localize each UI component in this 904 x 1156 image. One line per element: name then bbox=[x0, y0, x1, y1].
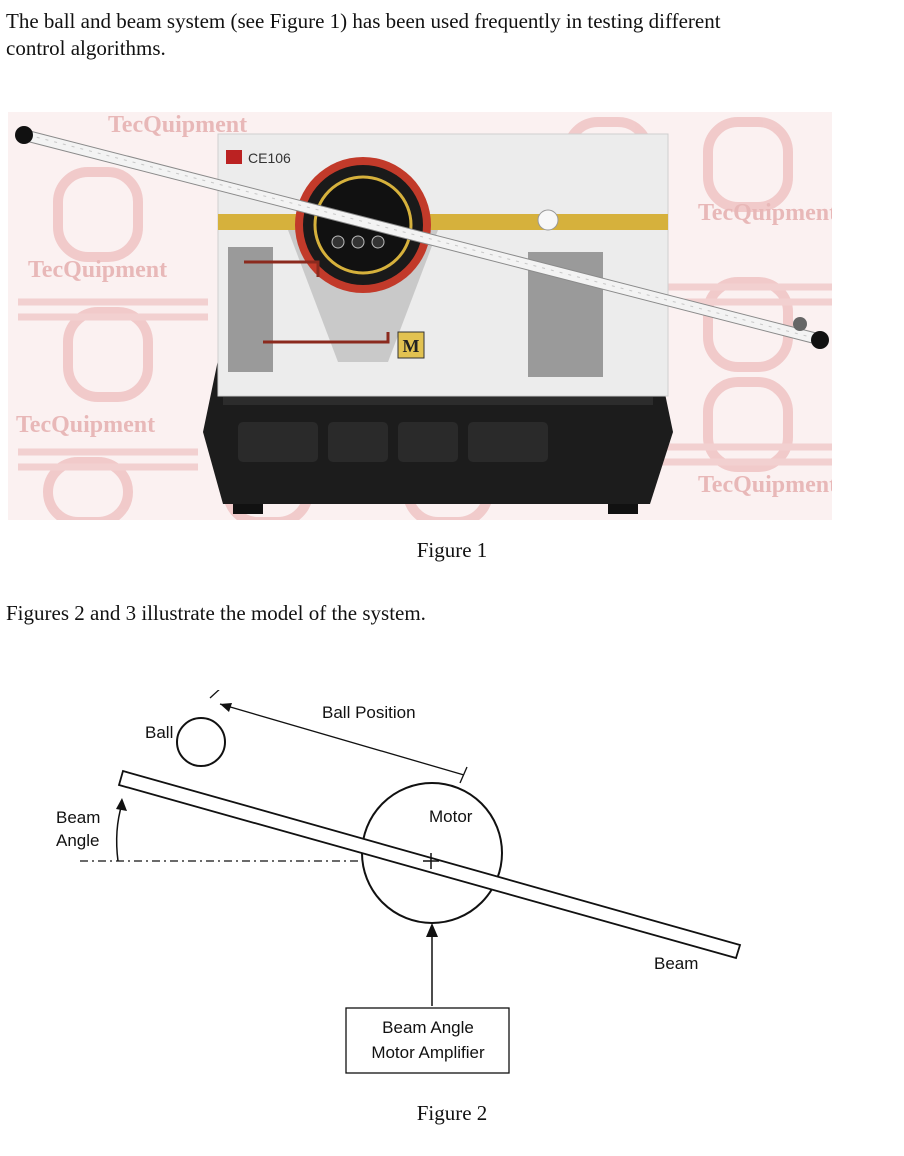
amplifier-label-2: Motor Amplifier bbox=[371, 1043, 485, 1062]
beam-angle-label-2: Angle bbox=[56, 831, 99, 850]
amplifier-box bbox=[345, 1007, 510, 1074]
ball-circle bbox=[176, 717, 226, 767]
figure-2-caption: Figure 2 bbox=[416, 1101, 488, 1125]
figure-1-caption: Figure 1 bbox=[416, 538, 488, 562]
ball-position-label: Ball Position bbox=[322, 703, 416, 722]
intro-paragraph: The ball and beam system (see Figure 1) … bbox=[6, 8, 886, 62]
beam-angle-label-1: Beam bbox=[56, 808, 100, 827]
tq-logo-icon bbox=[226, 150, 242, 164]
device-label: CE106 bbox=[248, 150, 291, 166]
figure-1-photo: TecQuipment TecQuipment TecQuipment TecQ… bbox=[8, 112, 832, 520]
beam-angle-arrow bbox=[115, 803, 123, 862]
intro-line-2: control algorithms. bbox=[6, 36, 166, 60]
beam-label: Beam bbox=[654, 954, 698, 973]
intro-line-1: The ball and beam system (see Figure 1) … bbox=[6, 9, 721, 33]
front-panel: M CE106 bbox=[217, 133, 669, 397]
amplifier-label-1: Beam Angle bbox=[382, 1018, 474, 1037]
watermark-text: TecQuipment bbox=[28, 257, 167, 283]
beam-shape bbox=[117, 769, 742, 960]
figure-2-diagram: Ball Ball Position Beam Angle Motor Beam… bbox=[56, 690, 742, 1074]
watermark-text: TecQuipment bbox=[698, 472, 832, 498]
motor-label: Motor bbox=[429, 807, 473, 826]
ball-position-arrow bbox=[219, 703, 465, 776]
ball-label: Ball bbox=[145, 723, 173, 742]
watermark-text: TecQuipment bbox=[16, 412, 155, 438]
motor-symbol: M bbox=[403, 336, 420, 356]
beam-rail bbox=[15, 126, 829, 349]
models-paragraph: Figures 2 and 3 illustrate the model of … bbox=[6, 601, 426, 625]
watermark-text: TecQuipment bbox=[698, 200, 832, 226]
